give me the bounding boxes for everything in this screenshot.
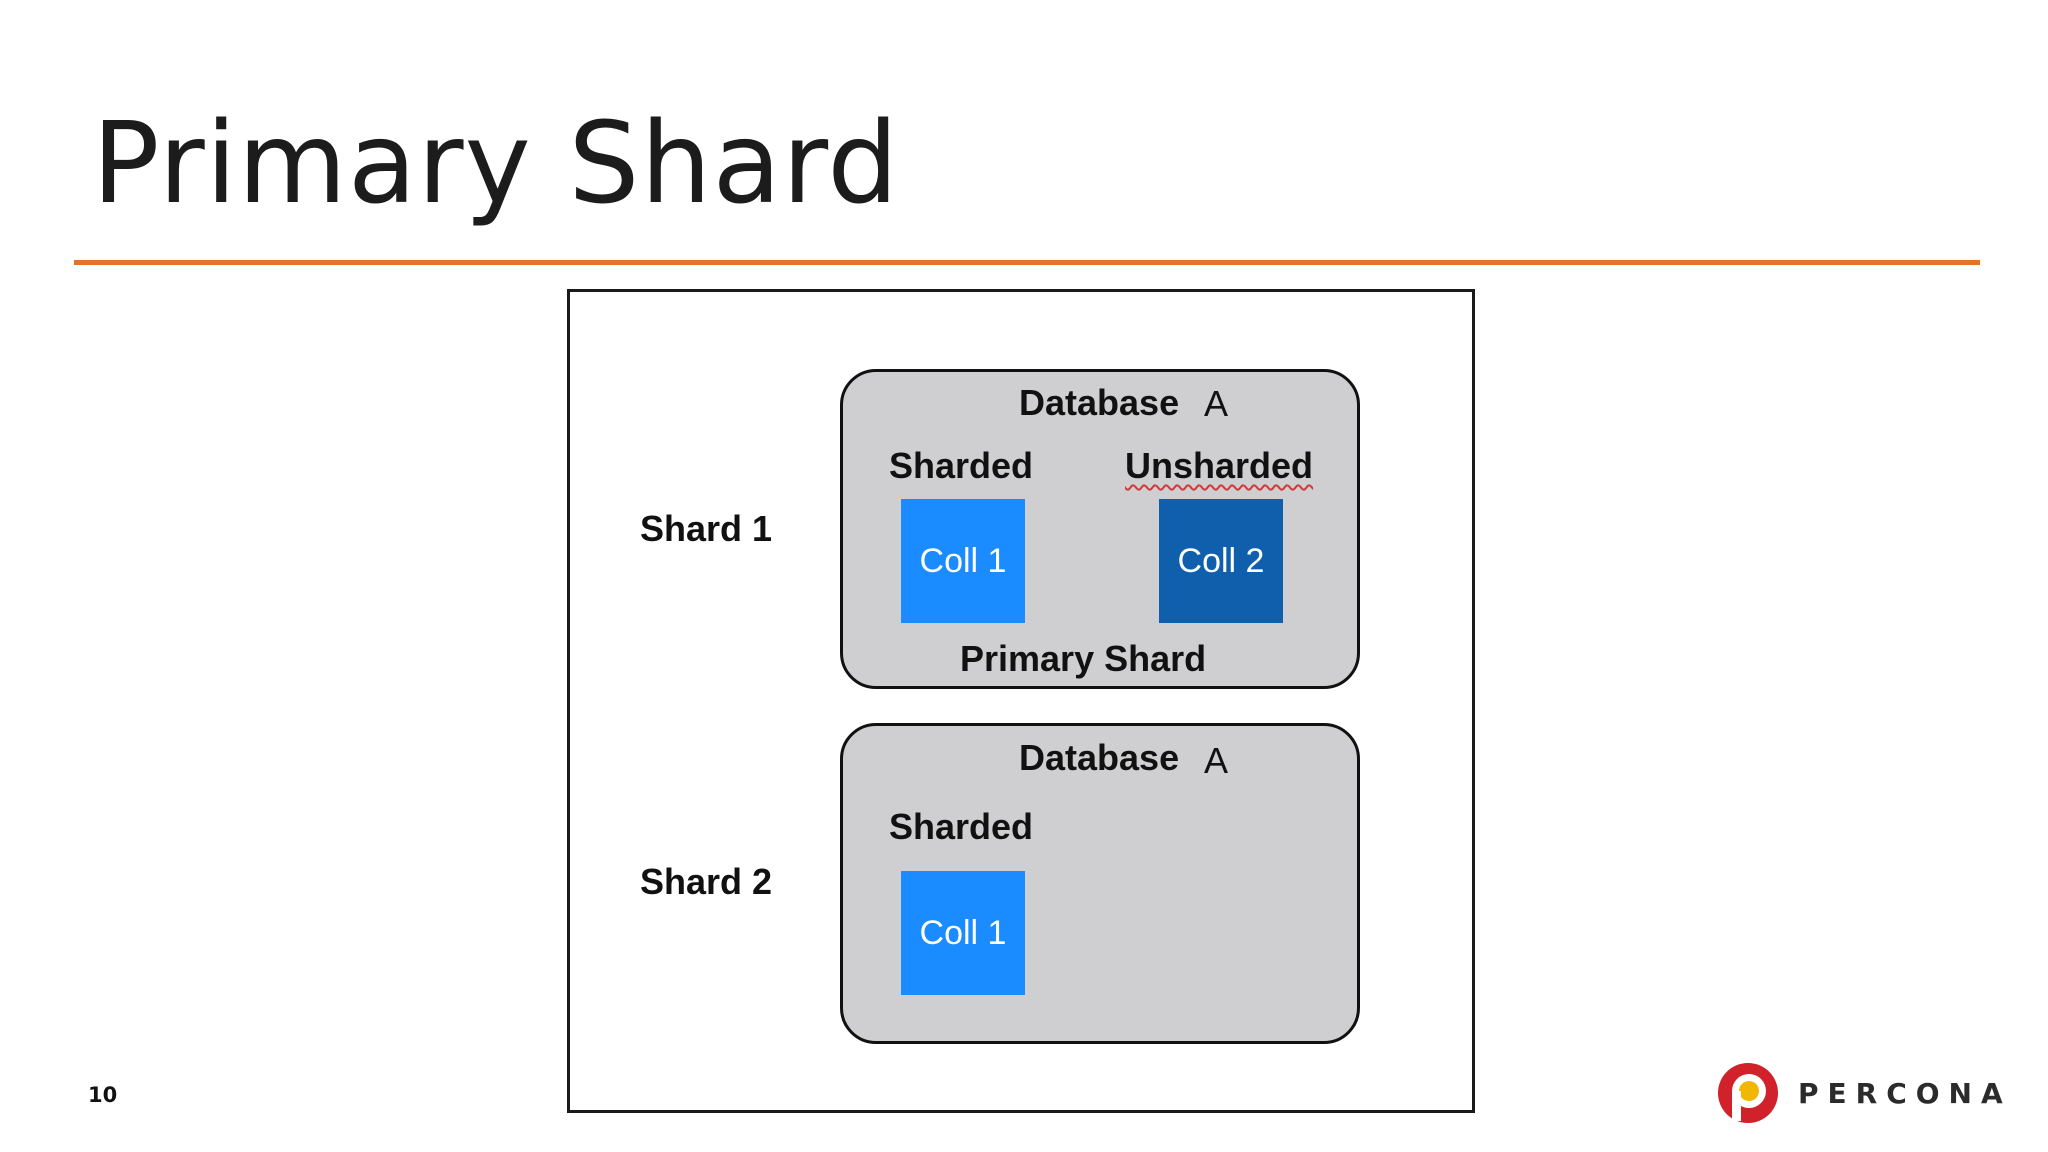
page-number: 10	[88, 1083, 118, 1107]
shard-1-coll-2-label: Coll 2	[1177, 541, 1265, 580]
shard-1-unsharded-heading: Unsharded	[1125, 445, 1314, 486]
shard-1-database-title: Database	[1019, 382, 1180, 423]
shard-2-sharded-heading: Sharded	[889, 806, 1034, 847]
shard-2-database-box: Database A Sharded Coll 1	[840, 723, 1360, 1044]
title-divider	[74, 260, 1980, 265]
diagram-frame: Shard 1 Database A Sharded Unsharded Col…	[567, 289, 1475, 1113]
shard-1-coll-2-box: Coll 2	[1159, 499, 1283, 623]
shard-2-label: Shard 2	[640, 861, 773, 902]
shard-2-coll-1-label: Coll 1	[919, 913, 1007, 952]
percona-logo: PERCONA	[1716, 1060, 2012, 1126]
shard-1-database-letter: A	[1204, 383, 1229, 424]
shard-1-label: Shard 1	[640, 508, 773, 549]
primary-shard-label: Primary Shard	[960, 638, 1207, 679]
percona-logo-text: PERCONA	[1798, 1076, 2012, 1110]
shard-1-sharded-heading: Sharded	[889, 445, 1034, 486]
shard-2-database-letter: A	[1204, 740, 1229, 781]
shard-2-coll-1-box: Coll 1	[901, 871, 1025, 995]
shard-1-database-box: Database A Sharded Unsharded Coll 1 Coll…	[840, 369, 1360, 689]
slide-title: Primary Shard	[92, 99, 900, 229]
shard-1-coll-1-label: Coll 1	[919, 541, 1007, 580]
shard-2-database-title: Database	[1019, 737, 1180, 778]
shard-1-coll-1-box: Coll 1	[901, 499, 1025, 623]
percona-logo-icon	[1718, 1063, 1778, 1123]
